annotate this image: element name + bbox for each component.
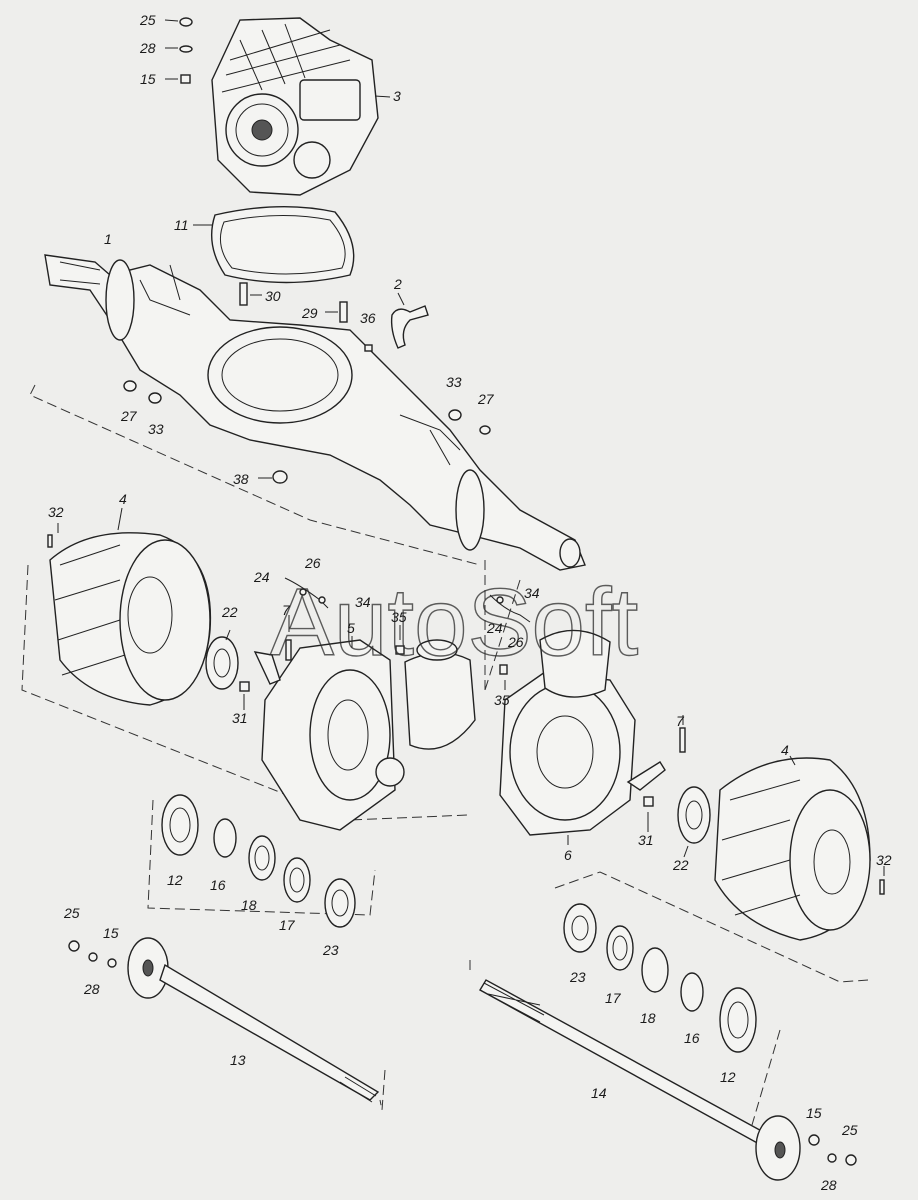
callout-label: 25 xyxy=(139,12,156,28)
callout-label: 29 xyxy=(301,305,318,321)
axle-shaft-right xyxy=(479,979,857,1181)
callout-label: 31 xyxy=(638,832,654,848)
assembly-line-left-bearing xyxy=(147,799,376,916)
callout-label: 35 xyxy=(494,692,510,708)
callout-label: 15 xyxy=(103,925,119,941)
callout-label: 4 xyxy=(781,742,789,758)
callout-label: 18 xyxy=(241,897,257,913)
axle-shaft-left xyxy=(68,937,380,1103)
callout-label: 28 xyxy=(139,40,156,56)
callout-label: 23 xyxy=(322,942,339,958)
callout-label: 1 xyxy=(104,231,112,247)
housing-fasteners xyxy=(123,282,491,484)
brake-drum-right xyxy=(714,755,885,941)
assembly-line-left-hub xyxy=(21,564,469,821)
assembly-line-right-hub xyxy=(484,560,521,691)
assembly-line-shaft-left xyxy=(379,1069,386,1111)
callout-label: 15 xyxy=(806,1105,822,1121)
assembly-line-shaft-right xyxy=(469,960,781,1126)
assembly-line-housing xyxy=(29,384,481,566)
callout-label: 7 xyxy=(676,713,685,729)
callout-label: 13 xyxy=(230,1052,246,1068)
callout-label: 27 xyxy=(477,391,495,407)
brake-assembly-right xyxy=(489,594,686,845)
final-drive-assembly xyxy=(211,17,379,196)
callout-label: 25 xyxy=(841,1122,858,1138)
callout-label: 36 xyxy=(360,310,376,326)
clip-left xyxy=(284,577,329,609)
callout-label: 16 xyxy=(684,1030,700,1046)
callout-label: 14 xyxy=(591,1085,607,1101)
callout-label: 15 xyxy=(140,71,156,87)
brake-drum-left xyxy=(47,507,212,706)
axle-housing xyxy=(44,254,586,571)
callout-label: 33 xyxy=(148,421,164,437)
bearing-left xyxy=(205,629,250,710)
bearing-stack-right xyxy=(563,903,757,1053)
callout-label: 32 xyxy=(876,852,892,868)
callout-label: 35 xyxy=(391,609,407,625)
callout-label: 27 xyxy=(120,408,138,424)
callout-label: 33 xyxy=(446,374,462,390)
callout-label: 34 xyxy=(524,585,540,601)
callout-label: 24 xyxy=(253,569,270,585)
callout-label: 17 xyxy=(279,917,296,933)
brake-assembly-left xyxy=(253,615,476,831)
callout-label: 12 xyxy=(720,1069,736,1085)
callout-label: 6 xyxy=(564,847,572,863)
callout-label: 24 xyxy=(486,620,503,636)
callout-label: 17 xyxy=(605,990,622,1006)
callout-label: 28 xyxy=(820,1177,837,1193)
callout-label: 16 xyxy=(210,877,226,893)
gasket xyxy=(193,205,355,284)
bearing-stack-left xyxy=(161,794,356,928)
watermark: AutoSoft xyxy=(270,569,638,676)
callout-label: 28 xyxy=(83,981,100,997)
callout-label: 3 xyxy=(393,88,401,104)
callout-label: 23 xyxy=(569,969,586,985)
callout-label: 12 xyxy=(167,872,183,888)
callout-label: 30 xyxy=(265,288,281,304)
callout-label: 2 xyxy=(393,276,402,292)
callout-label: 5 xyxy=(347,620,355,636)
callout-label: 25 xyxy=(63,905,80,921)
callout-label: 7 xyxy=(282,602,291,618)
callout-label: 26 xyxy=(507,634,524,650)
callout-label: 22 xyxy=(672,857,689,873)
callout-label: 11 xyxy=(174,217,189,233)
bearing-right xyxy=(643,786,711,858)
callout-label: 4 xyxy=(119,491,127,507)
callout-label: 26 xyxy=(304,555,321,571)
callout-label: 22 xyxy=(221,604,238,620)
top-fasteners xyxy=(164,17,391,98)
callout-label: 32 xyxy=(48,504,64,520)
assembly-line-right-bearing xyxy=(554,871,869,983)
callout-labels: 25 28 15 3 11 1 30 2 29 36 27 33 33 27 3… xyxy=(48,12,892,1193)
callout-label: 31 xyxy=(232,710,248,726)
callout-label: 38 xyxy=(233,471,249,487)
callout-label: 18 xyxy=(640,1010,656,1026)
callout-label: 34 xyxy=(355,594,371,610)
